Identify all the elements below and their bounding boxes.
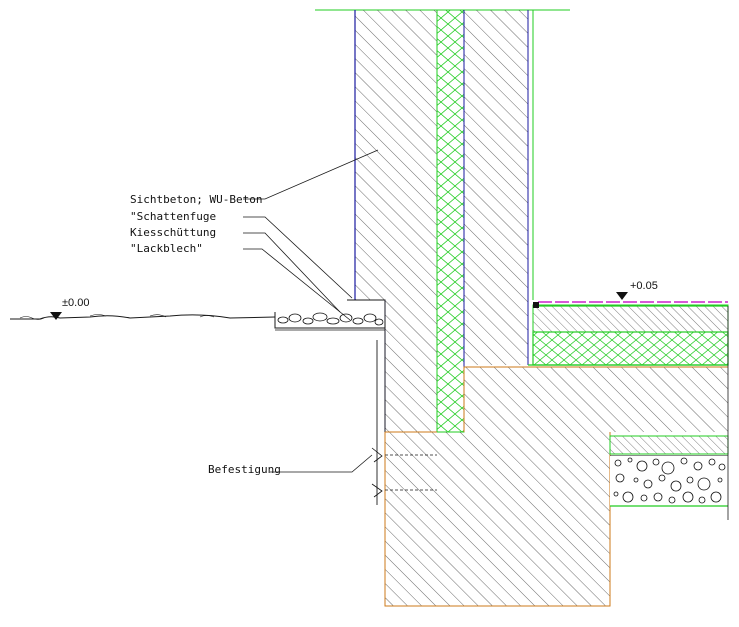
core-insulation	[436, 9, 465, 433]
gravel-channel	[274, 312, 386, 329]
leader-schattenfuge	[243, 216, 353, 299]
outer-wall-concrete	[355, 10, 437, 300]
gravel-stone	[668, 496, 676, 504]
channel-stone	[277, 316, 289, 324]
corner-marker	[533, 302, 539, 308]
ground-line	[10, 314, 276, 320]
anchor-upper-head	[371, 447, 383, 463]
leader-lackblech	[243, 248, 351, 321]
wall-step-outline	[355, 299, 386, 432]
channel-stone	[374, 318, 384, 326]
gravel-stone	[658, 474, 666, 482]
foundation-fill	[385, 367, 728, 606]
gravel-stone	[661, 461, 675, 475]
ground-texture	[19, 314, 215, 320]
gravel-stone	[686, 476, 694, 484]
channel-stone	[339, 313, 353, 323]
gravel-stone	[615, 473, 625, 483]
label-sichtbeton: Sichtbeton; WU-Beton	[130, 193, 262, 206]
level-marker-right-icon	[616, 292, 628, 300]
leader-sichtbeton	[243, 149, 379, 200]
anchor-lower-head	[371, 483, 383, 498]
base-slab	[609, 435, 729, 455]
foundation-outline	[384, 432, 611, 607]
gravel-circles	[613, 457, 726, 504]
gravel-stone	[697, 477, 711, 491]
gravel-stone	[708, 458, 716, 466]
channel-stone	[352, 317, 364, 325]
channel-gravel-stones	[277, 312, 384, 326]
gravel-stone	[718, 463, 726, 471]
gravel-stone	[710, 491, 722, 503]
level-right-label: +0.05	[630, 280, 658, 292]
gravel-stone	[640, 494, 648, 502]
gravel-stone	[653, 492, 663, 502]
inner-wall-concrete	[464, 10, 528, 365]
gravel-stone	[680, 457, 688, 465]
floor-screed	[532, 304, 729, 333]
gravel-stone	[693, 461, 703, 471]
gravel-stone	[613, 491, 619, 497]
gravel-stone	[717, 477, 723, 483]
channel-stone	[288, 313, 302, 323]
gravel-layer	[610, 456, 728, 506]
gravel-stone	[670, 480, 682, 492]
gravel-stone	[682, 491, 694, 503]
foundation-top-right	[463, 366, 728, 432]
label-befestigung: Befestigung	[208, 463, 281, 476]
channel-stone	[302, 317, 314, 325]
leader-befestigung	[270, 454, 373, 473]
gravel-stone	[636, 460, 648, 472]
gravel-stone	[614, 459, 622, 467]
floor-insulation	[532, 331, 729, 366]
channel-stone	[312, 312, 328, 322]
gravel-stone	[652, 458, 660, 466]
gravel-stone	[698, 496, 706, 504]
channel-stone	[326, 317, 340, 325]
level-marker-left-icon	[50, 312, 62, 320]
gravel-stone	[622, 491, 634, 503]
leader-kiesschuettung	[243, 232, 341, 313]
gravel-stone	[627, 457, 633, 463]
label-schattenfuge: "Schattenfuge	[130, 210, 216, 223]
gravel-stone	[643, 479, 653, 489]
lackblech-profile	[347, 299, 386, 340]
label-kiesschuettung: Kiesschüttung	[130, 226, 216, 239]
level-left-label: ±0.00	[62, 297, 89, 309]
gravel-stone	[633, 477, 639, 483]
lower-outer-wall	[385, 300, 437, 432]
label-lackblech: "Lackblech"	[130, 242, 203, 255]
channel-stone	[363, 313, 377, 323]
